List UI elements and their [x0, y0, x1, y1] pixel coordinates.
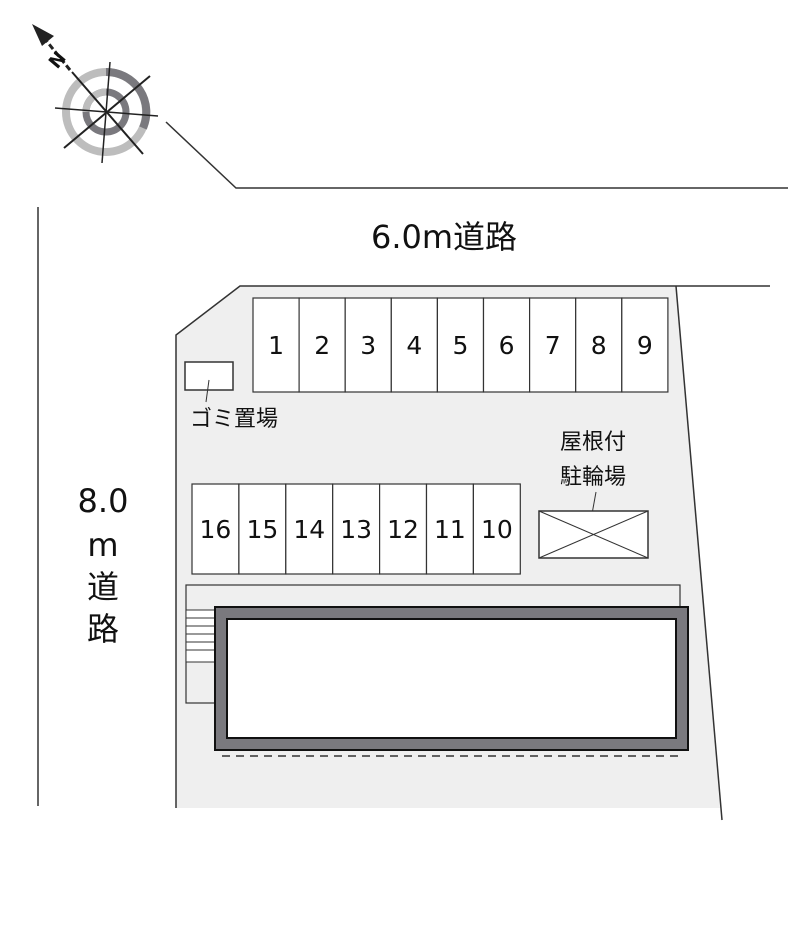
parking-space-number: 10 [481, 515, 513, 544]
parking-row-top: 1 2 3 4 5 6 7 8 9 [252, 297, 669, 393]
parking-space [238, 483, 287, 575]
parking-row-bottom: 16 15 14 13 12 11 10 [191, 483, 521, 575]
parking-space-number: 14 [293, 515, 325, 544]
garbage-area [184, 361, 234, 391]
road-edge-top [165, 121, 788, 189]
parking-space-number: 1 [268, 331, 284, 360]
parking-space-number: 2 [314, 331, 330, 360]
parking-space [528, 297, 577, 393]
parking-space [472, 483, 521, 575]
garbage-label: ゴミ置場 [190, 407, 278, 432]
building [215, 607, 688, 750]
parking-space-number: 11 [434, 515, 466, 544]
parking-space-number: 13 [340, 515, 372, 544]
parking-space-number: 6 [499, 331, 515, 360]
parking-space-number: 16 [200, 515, 232, 544]
parking-space-number: 7 [545, 331, 561, 360]
parking-space [252, 297, 300, 393]
parking-space-number: 4 [406, 331, 422, 360]
parking-space [332, 483, 381, 575]
parking-space-number: 9 [637, 331, 653, 360]
north-label: N [45, 48, 71, 73]
left-road-label-3: 道 [87, 568, 119, 606]
bike-parking-area [538, 510, 649, 559]
parking-space [436, 297, 485, 393]
top-road-label: 6.0m道路 [371, 218, 517, 256]
parking-space-number: 5 [452, 331, 468, 360]
parking-space [482, 297, 531, 393]
parking-space [425, 483, 475, 575]
parking-space [379, 483, 428, 575]
compass-icon: N [32, 24, 159, 164]
lot-boundary-right [675, 285, 723, 821]
parking-space-number: 15 [246, 515, 278, 544]
parking-space [191, 483, 240, 575]
parking-space-number: 8 [591, 331, 607, 360]
parking-space-number: 12 [387, 515, 419, 544]
parking-space [575, 297, 623, 393]
bike-parking-label-1: 屋根付 [560, 430, 626, 455]
parking-space [285, 483, 334, 575]
stairs [185, 609, 217, 663]
left-road-label-1: 8.0 [78, 482, 129, 520]
left-road-label-2: m [87, 526, 118, 564]
parking-space [621, 297, 669, 393]
bike-parking-label-2: 駐輪場 [560, 465, 626, 490]
parking-space-number: 3 [360, 331, 376, 360]
left-road-label-4: 路 [87, 610, 119, 648]
